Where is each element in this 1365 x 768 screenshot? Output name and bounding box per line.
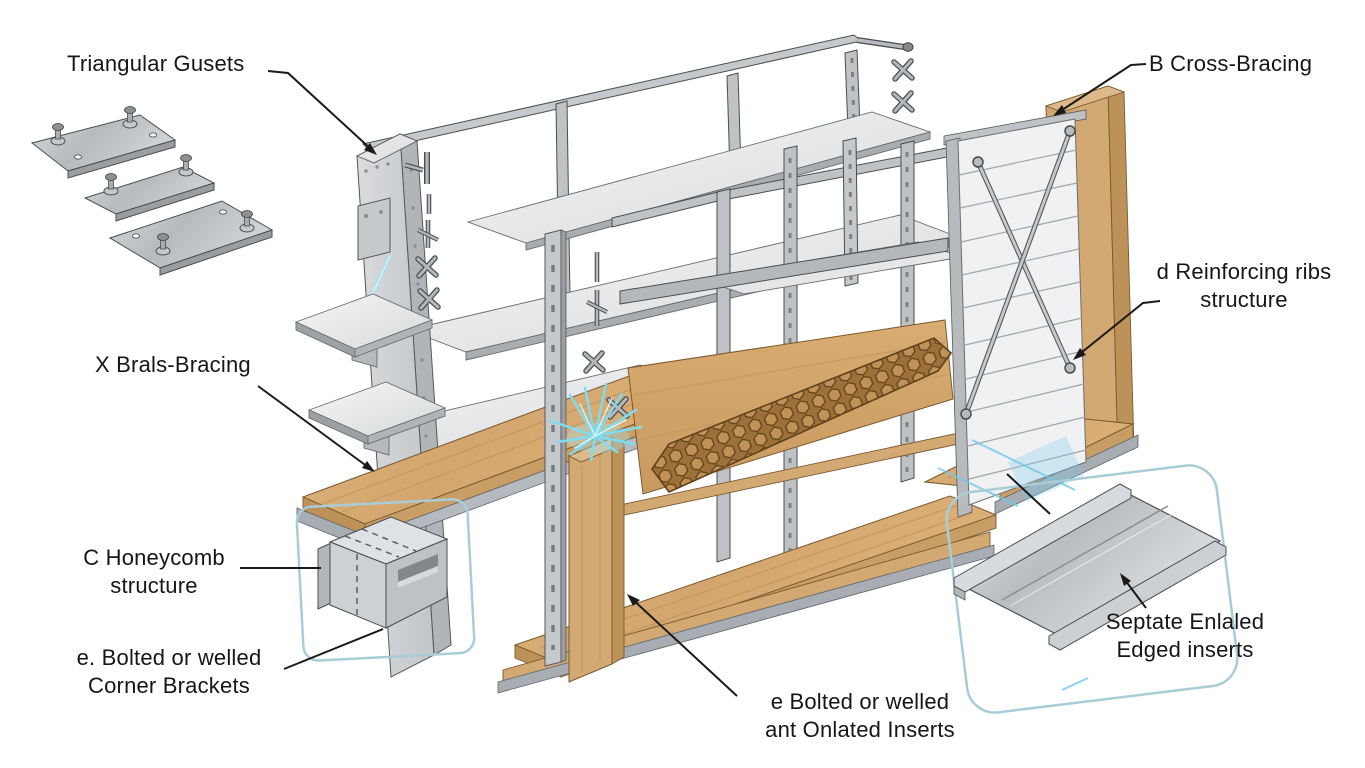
weld-sparks bbox=[549, 382, 643, 462]
honeycomb-strip bbox=[651, 337, 953, 493]
gusset-plates-illustration bbox=[30, 106, 274, 276]
detail-outline-left bbox=[295, 498, 476, 662]
honeycomb-apron bbox=[627, 319, 954, 495]
detail-outline-right bbox=[945, 464, 1239, 714]
label-triangular-gussets: Triangular Gusets bbox=[67, 51, 245, 76]
x-bracing-rods bbox=[960, 125, 1076, 420]
leader-lines bbox=[240, 63, 1161, 697]
hardware-fasteners bbox=[404, 61, 912, 417]
slat-panel bbox=[943, 109, 1087, 518]
label-honeycomb: C Honeycomb structure bbox=[83, 545, 225, 598]
label-x-bracing: X Brals-Bracing bbox=[95, 352, 251, 377]
side-shelves bbox=[294, 293, 447, 456]
wood-upright-post bbox=[567, 437, 626, 683]
edge-insert-detail bbox=[945, 464, 1239, 714]
corner-bracket-detail bbox=[295, 498, 476, 662]
label-cross-bracing: B Cross-Bracing bbox=[1149, 51, 1313, 76]
label-edged-inserts: Septate Enlaled Edged inserts bbox=[1105, 609, 1265, 662]
label-onlated-inserts: e Bolted or welled ant Onlated Inserts bbox=[765, 689, 955, 742]
label-corner-brackets: e. Bolted or welled Corner Brackets bbox=[76, 645, 262, 698]
label-reinforcing-ribs: d Reinforcing ribs structure bbox=[1156, 259, 1332, 312]
slotted-post bbox=[544, 229, 567, 667]
